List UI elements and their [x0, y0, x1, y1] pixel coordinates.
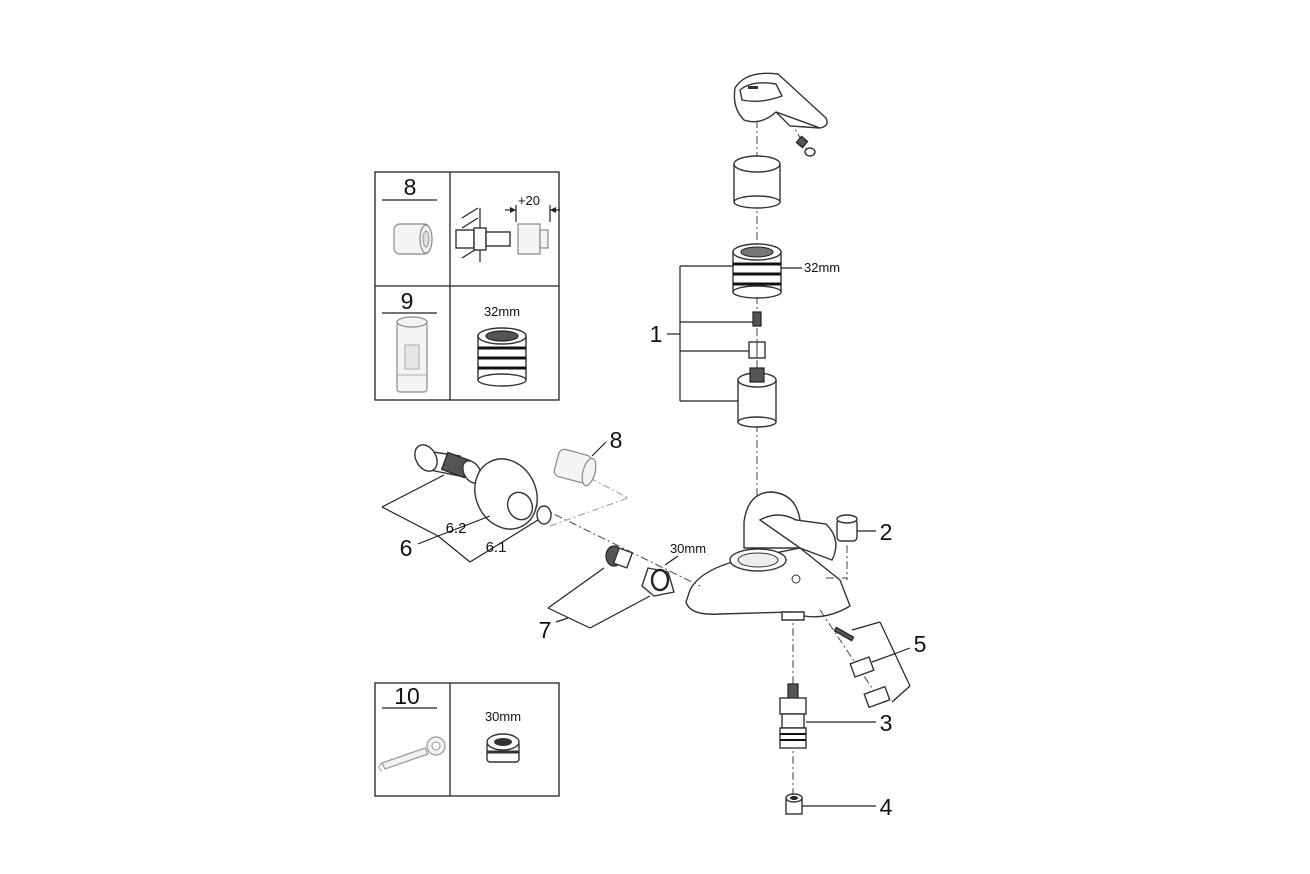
box10-number: 10: [394, 683, 420, 709]
escutcheon: [474, 458, 538, 530]
wall-extension-sketch: [455, 205, 560, 262]
grub-screw: [795, 135, 816, 157]
cartridge-dimension: 32mm: [804, 260, 840, 275]
wrench-icon: [378, 736, 446, 772]
cartridge-assembly: [732, 243, 782, 299]
extension-icon: [393, 223, 433, 255]
callout-1: 1: [650, 321, 663, 347]
callout-3: 3: [880, 710, 893, 736]
washer: [536, 505, 552, 525]
s-union: [414, 444, 482, 484]
adapter-nut: [748, 341, 766, 359]
cartridge-tool-icon: [396, 316, 428, 393]
callout-4: 4: [880, 794, 893, 820]
diverter-part: [779, 683, 807, 749]
box8-number: 8: [404, 174, 417, 200]
cap-part: [836, 514, 858, 542]
small-screw: [752, 311, 762, 327]
connection-nut: [641, 567, 675, 597]
callout-7: 7: [539, 617, 552, 643]
accessory-box-8-9: 8 +20 9: [374, 171, 560, 401]
callout-6-bracket: [381, 474, 539, 563]
accessory-box-10: 10 30mm: [374, 682, 560, 797]
callout-1-bracket: [667, 265, 753, 402]
callout-6-2: 6.2: [446, 520, 467, 537]
mixer-body: [685, 491, 851, 621]
callout-2: 2: [880, 519, 893, 545]
callout-8: 8: [610, 427, 623, 453]
nut-dimension: 30mm: [670, 541, 706, 556]
extension-ghost: [553, 448, 597, 487]
cartridge-icon: [477, 327, 527, 387]
callout-5: 5: [914, 631, 927, 657]
callout-6-1: 6.1: [486, 539, 507, 556]
connection-nipple: [605, 545, 634, 569]
box9-dimension: 32mm: [484, 304, 520, 319]
ceramic-cartridge: [737, 367, 777, 428]
extension-dimension: +20: [518, 193, 540, 208]
handle-lever: [733, 72, 828, 129]
callout-5-bracket: [851, 621, 911, 703]
nut-icon: [486, 733, 520, 763]
callout-7-bracket: [547, 567, 651, 629]
callout-6: 6: [400, 535, 413, 561]
cover-sleeve: [733, 155, 781, 209]
box10-dimension: 30mm: [485, 709, 521, 724]
aerator-set: [833, 626, 891, 709]
insert-part: [785, 793, 803, 815]
box9-number: 9: [401, 288, 414, 314]
